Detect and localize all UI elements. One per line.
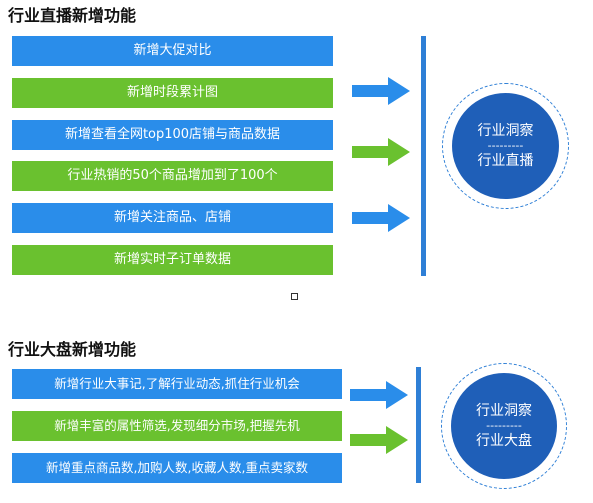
- feature-box: 新增实时子订单数据: [12, 245, 333, 275]
- arrow-right-icon: [350, 381, 408, 409]
- circle-divider: ---------: [486, 419, 522, 432]
- circle-outline: [441, 363, 567, 489]
- circle-label-top: 行业洞察: [477, 123, 534, 139]
- feature-box: 新增行业大事记,了解行业动态,抓住行业机会: [12, 369, 342, 399]
- feature-box: 新增时段累计图: [12, 78, 333, 108]
- feature-box: 新增重点商品数,加购人数,收藏人数,重点卖家数: [12, 453, 342, 483]
- circle-badge: 行业洞察 --------- 行业直播: [452, 93, 559, 199]
- arrow-right-icon: [350, 426, 408, 454]
- circle-label-bottom: 行业大盘: [476, 433, 532, 449]
- feature-box: 行业热销的50个商品增加到了100个: [12, 161, 333, 191]
- arrow-right-icon: [352, 77, 410, 105]
- arrow-right-icon: [352, 204, 410, 232]
- feature-box: 新增关注商品、店铺: [12, 203, 333, 233]
- feature-box: 新增查看全网top100店铺与商品数据: [12, 120, 333, 150]
- section-title: 行业大盘新增功能: [8, 340, 137, 359]
- circle-divider: ---------: [487, 139, 524, 152]
- section-title: 行业直播新增功能: [8, 6, 137, 25]
- vertical-divider: [416, 367, 421, 483]
- vertical-divider: [421, 36, 426, 276]
- circle-label-top: 行业洞察: [476, 403, 532, 419]
- circle-label-bottom: 行业直播: [477, 153, 534, 169]
- circle-badge: 行业洞察 --------- 行业大盘: [451, 373, 557, 479]
- anchor-marker: [291, 293, 298, 300]
- arrow-right-icon: [352, 138, 410, 166]
- feature-box: 新增丰富的属性筛选,发现细分市场,把握先机: [12, 411, 342, 441]
- feature-box: 新增大促对比: [12, 36, 333, 66]
- circle-outline: [442, 83, 569, 209]
